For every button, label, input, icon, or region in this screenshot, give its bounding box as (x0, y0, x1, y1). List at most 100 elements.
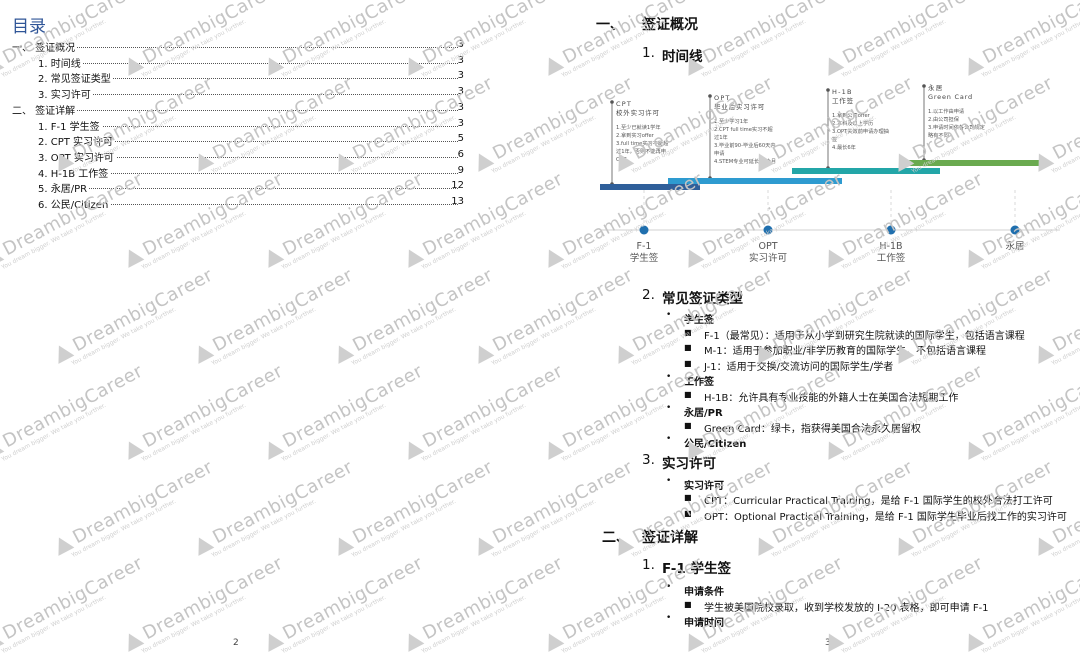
toc-entry-label: 2. 常见签证类型 (38, 70, 113, 86)
subsection-title: 常见签证类型 (662, 291, 743, 307)
bullet-dot: • (666, 372, 672, 382)
card-line: 3.OPT失效前申请办理抽 (832, 127, 889, 135)
section-title: 签证详解 (642, 530, 698, 546)
subsection-number: 2. (642, 287, 655, 303)
timeline-bar (792, 168, 940, 174)
timeline-connector-dot (826, 88, 830, 92)
card-subtitle: 工作签 (832, 96, 854, 105)
card-line: 2.CPT full time实习不超 (714, 125, 773, 133)
toc-entry-page: 6 (457, 148, 464, 160)
bullet-item: CPT：Curricular Practical Training，是给 F-1… (704, 496, 1053, 507)
square-bullet: ■ (684, 343, 692, 352)
toc-leader-dots (38, 156, 458, 158)
bullet-dot: • (666, 476, 672, 486)
toc-entry-page: 3 (457, 39, 464, 50)
toc-leader-dots (38, 78, 458, 80)
bullet-heading: 工作签 (684, 377, 714, 388)
card-line: 过1年，否则不能再申 (616, 147, 666, 155)
card-line: 2.由公司担保 (928, 115, 960, 123)
square-bullet: ■ (684, 493, 692, 502)
toc-entry-label: 6. 公民/Citizen (38, 196, 111, 211)
square-bullet: ■ (684, 389, 692, 399)
subsection-number: 1. (642, 557, 655, 573)
card-line: 2.本科及以上学历 (832, 119, 873, 127)
subsection-title: F-1 学生签 (662, 561, 732, 577)
toc-entry-page: 3 (457, 117, 464, 129)
card-line: 1.拿到公司offer (832, 111, 871, 119)
milestone-dot (1010, 225, 1020, 235)
toc-entry-page: 12 (451, 180, 464, 192)
toc-entry-page: 13 (451, 196, 464, 207)
card-title: OPT (714, 94, 731, 102)
toc-entry-page: 5 (457, 133, 464, 145)
subsection-title: 时间线 (662, 49, 703, 65)
card-line: 申请 (714, 149, 724, 157)
bullet-heading: 申请条件 (684, 587, 724, 598)
milestone-label: OPT (758, 241, 777, 252)
toc-leader-dots (38, 141, 458, 143)
bullet-heading: 学生签 (684, 315, 714, 326)
bullet-dot: • (666, 582, 672, 592)
toc-entry[interactable]: 6. 公民/Citizen 13 (0, 196, 540, 211)
toc-entry-label: 一、 签证概况 (12, 39, 78, 54)
square-bullet: ■ (684, 508, 692, 518)
timeline-bar (900, 160, 1048, 166)
toc-leader-dots (38, 125, 458, 127)
toc-entry-label: 5. 永居/PR (38, 180, 90, 196)
timeline-connector-dot (708, 94, 712, 98)
milestone-sublabel: 实习许可 (749, 252, 787, 264)
card-line: 1.以工作由申请 (928, 107, 964, 115)
toc-entry[interactable]: 5. 永居/PR 12 (0, 180, 540, 196)
timeline-bar (668, 178, 842, 184)
subsection-number: 1. (642, 45, 655, 61)
bullet-heading: 申请时间 (684, 618, 724, 629)
card-line: 过1年 (714, 133, 728, 141)
toc-entry[interactable]: 一、 签证概况 3 (0, 39, 540, 54)
card-subtitle: 校外实习许可 (616, 108, 660, 117)
toc-entry-label: 1. 时间线 (38, 54, 83, 70)
card-line: 1.至少学习1年 (714, 117, 748, 125)
square-bullet: ■ (684, 327, 692, 337)
toc-leader-dots (12, 47, 458, 48)
bullet-item: M-1：适用于参加职业/非学历教育的国际学生，不包括语言课程 (704, 346, 986, 357)
milestone-dot (639, 225, 649, 235)
card-line: 1.至少已就读1学年 (616, 123, 661, 131)
bullet-item: Green Card：绿卡，指获得美国合法永久居留权 (704, 423, 921, 435)
card-line: 签 (832, 135, 837, 143)
square-bullet: ■ (684, 358, 692, 368)
card-line: 2.拿到实习offer (616, 131, 655, 139)
card-subtitle: Green Card (928, 93, 973, 101)
bullet-item: 学生被美国院校录取，收到学校发放的 I-20 表格，即可申请 F-1 (704, 602, 989, 614)
bullet-item: F-1（最常见）：适用于从小学到研究生院就读的国际学生，包括语言课程 (704, 330, 1025, 342)
milestone-sublabel: 工作签 (877, 252, 906, 264)
page-number: 3 (825, 638, 831, 648)
milestone-label: 永居 (1005, 240, 1024, 252)
toc-leader-dots (38, 204, 458, 205)
card-line: 4.STEM专业可延长24个月 (714, 157, 776, 165)
bullet-heading: 永居/PR (684, 408, 723, 419)
section-number: 一、 (596, 17, 624, 33)
square-bullet: ■ (684, 599, 692, 609)
milestone-dot (763, 225, 773, 235)
toc-entry-label: 1. F-1 学生签 (38, 117, 102, 133)
timeline-connector-dot (922, 84, 926, 88)
card-line: 3.full time实习不能超 (616, 139, 669, 147)
bullet-item: OPT：Optional Practical Training，是给 F-1 国… (704, 511, 1067, 523)
toc-leader-dots (12, 109, 458, 111)
toc-entry-page: 9 (457, 164, 464, 176)
toc-entry[interactable]: 1. F-1 学生签 3 (0, 117, 540, 133)
toc-leader-dots (38, 62, 458, 64)
card-line: 3.毕业前90-毕业后60天内 (714, 141, 776, 149)
card-title: 永居 (928, 83, 943, 92)
subsection-title: 实习许可 (662, 456, 716, 472)
bullet-heading: 实习许可 (684, 481, 724, 492)
